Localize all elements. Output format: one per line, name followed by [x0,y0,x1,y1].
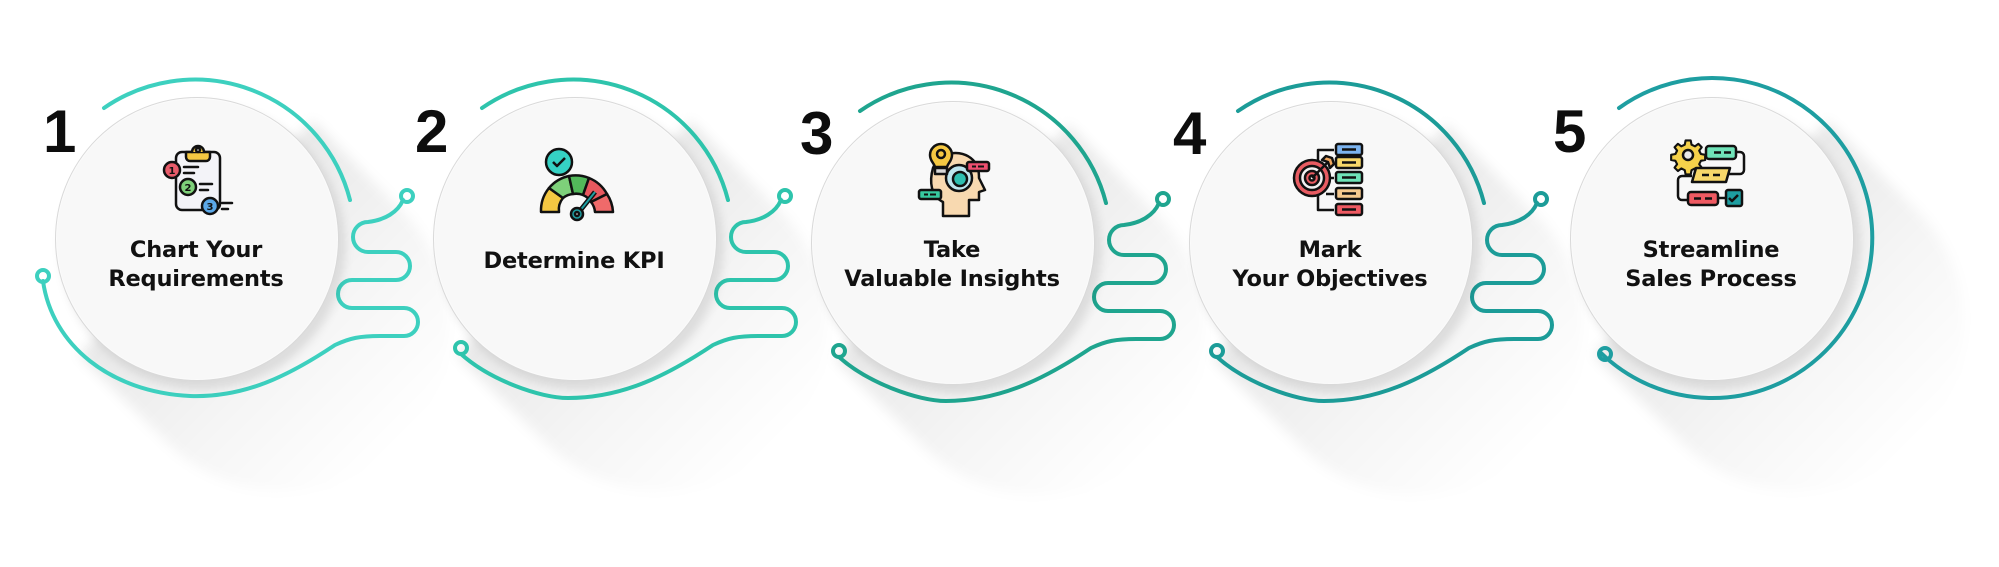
step-2-title: Determine KPI [444,247,704,276]
step-4-circle [1189,101,1473,385]
step-5-title-line-1: Streamline [1642,237,1780,263]
svg-text:3: 3 [207,202,214,213]
step-4-title-line-2: Your Objectives [1232,266,1428,292]
step-3-title-line-1: Take [923,237,981,263]
step-2-title-line-1: Determine KPI [483,248,665,274]
step-1-title-line-2: Requirements [108,266,284,292]
step-3-title: Take Valuable Insights [822,236,1082,294]
gauge-check-icon [539,147,615,222]
step-5-title: Streamline Sales Process [1581,236,1841,294]
target-objectives-icon [1292,142,1364,217]
workflow-gear-icon [1670,139,1746,208]
step-5-circle [1570,97,1854,381]
step-1-number: 1 [43,98,77,165]
step-4-number: 4 [1173,100,1207,167]
step-1-title-line-1: Chart Your [129,237,263,263]
step-4-title-line-1: Mark [1298,237,1362,263]
step-3-title-line-2: Valuable Insights [844,266,1060,292]
step-5-title-line-2: Sales Process [1625,266,1797,292]
step-3-number: 3 [800,100,834,167]
step-1-circle [55,97,339,381]
step-5-number: 5 [1553,98,1587,165]
clipboard-checklist-icon: 12 3 [162,144,234,216]
svg-text:1: 1 [169,166,176,177]
head-lightbulb-icon [917,142,991,218]
step-1-title: Chart Your Requirements [66,236,326,294]
step-3-circle [811,101,1095,385]
step-2-number: 2 [415,98,449,165]
step-2-circle [433,97,717,381]
step-4-title: Mark Your Objectives [1200,236,1460,294]
svg-text:2: 2 [185,183,192,194]
